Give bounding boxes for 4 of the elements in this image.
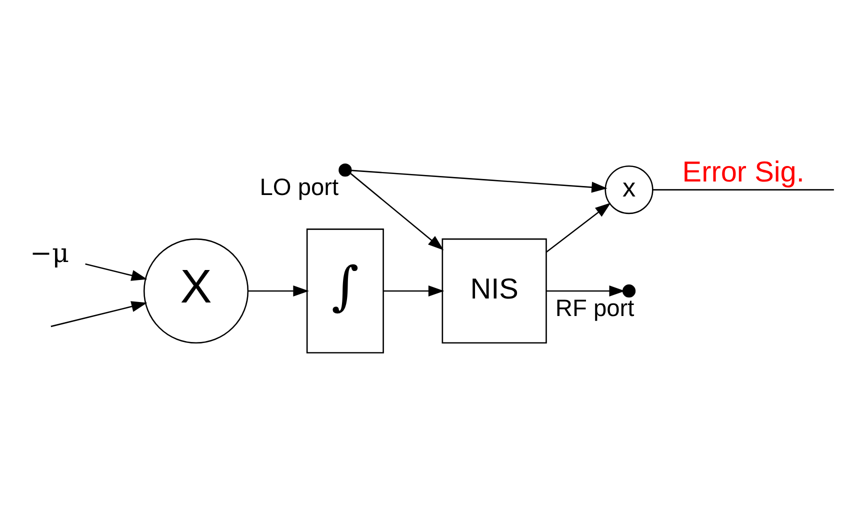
node-label: RF port [555, 296, 634, 322]
node-label: LO port [260, 174, 339, 201]
node-text: −μ [30, 239, 70, 270]
edge-label: Error Sig. [682, 156, 804, 188]
